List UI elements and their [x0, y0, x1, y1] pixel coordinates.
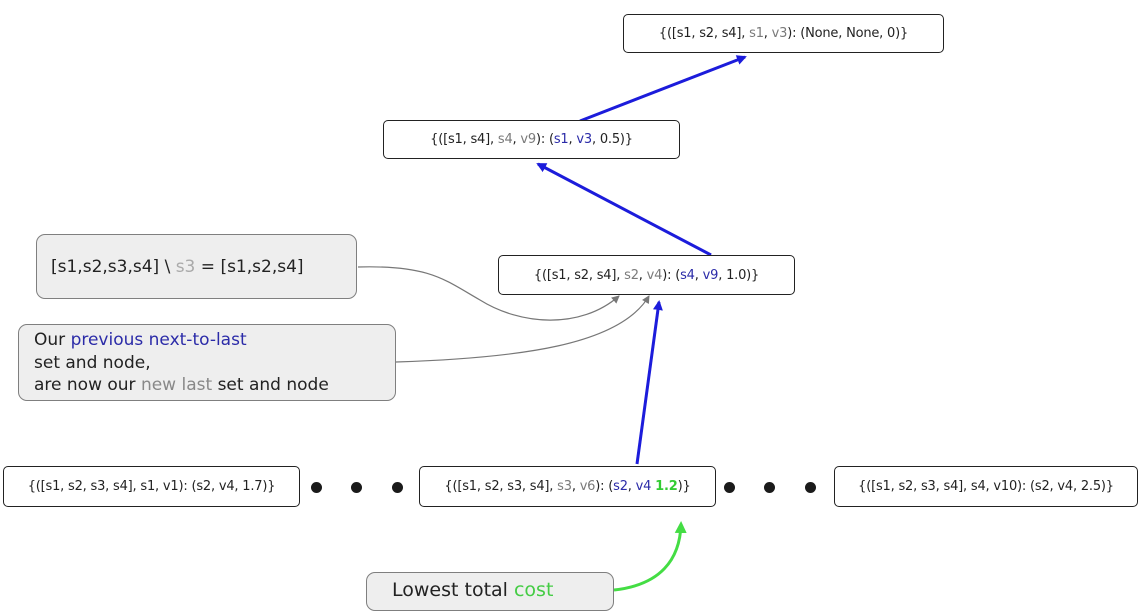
edge-third-to-second	[536, 162, 712, 257]
node-bottom-right-text: {([s1, s2, s3, s4], s4, v10): (s2, v4, 2…	[858, 479, 1114, 494]
ellipsis-dot	[311, 482, 322, 493]
note-explanation: Our previous next-to-last set and node, …	[18, 324, 396, 401]
ellipsis-dot	[764, 482, 775, 493]
note-explanation-line-1: Our previous next-to-last	[34, 330, 247, 350]
node-second-text: {([s1, s4], s4, v9): (s1, v3, 0.5)}	[430, 132, 633, 147]
node-bottom-left-text: {([s1, s2, s3, s4], s1, v1): (s2, v4, 1.…	[27, 479, 276, 494]
edge-second-to-top	[579, 55, 747, 123]
node-third-text: {([s1, s2, s4], s2, v4): (s4, v9, 1.0)}	[533, 267, 760, 283]
node-top: {([s1, s2, s4], s1, v3): (None, None, 0)…	[623, 14, 944, 53]
pointer-set-diff-to-third	[357, 266, 620, 321]
note-lowest-cost: Lowest total cost	[366, 572, 614, 611]
node-top-text: {([s1, s2, s4], s1, v3): (None, None, 0)…	[658, 26, 909, 41]
note-set-difference-text: [s1,s2,s3,s4] \ s3 = [s1,s2,s4]	[51, 257, 304, 277]
node-third: {([s1, s2, s4], s2, v4): (s4, v9, 1.0)}	[498, 255, 795, 295]
note-explanation-line-3: are now our new last set and node	[34, 375, 329, 395]
note-set-difference: [s1,s2,s3,s4] \ s3 = [s1,s2,s4]	[36, 234, 357, 299]
note-explanation-line-2: set and node,	[34, 352, 151, 373]
ellipsis-dot	[392, 482, 403, 493]
note-lowest-cost-text: Lowest total cost	[392, 579, 554, 601]
edge-bottom-to-third	[635, 300, 663, 465]
node-bottom-middle-text: {([s1, s2, s3, s4], s3, v6): (s2, v4 1.2…	[444, 479, 691, 494]
ellipsis-dot	[805, 482, 816, 493]
node-second: {([s1, s4], s4, v9): (s1, v3, 0.5)}	[383, 120, 680, 159]
node-bottom-middle: {([s1, s2, s3, s4], s3, v6): (s2, v4 1.2…	[419, 466, 716, 507]
node-bottom-right: {([s1, s2, s3, s4], s4, v10): (s2, v4, 2…	[834, 466, 1138, 507]
pointer-explain-to-third	[395, 295, 650, 363]
ellipsis-dot	[724, 482, 735, 493]
pointer-cost-to-bottom	[613, 521, 687, 592]
node-bottom-left: {([s1, s2, s3, s4], s1, v1): (s2, v4, 1.…	[3, 466, 300, 507]
ellipsis-dot	[351, 482, 362, 493]
